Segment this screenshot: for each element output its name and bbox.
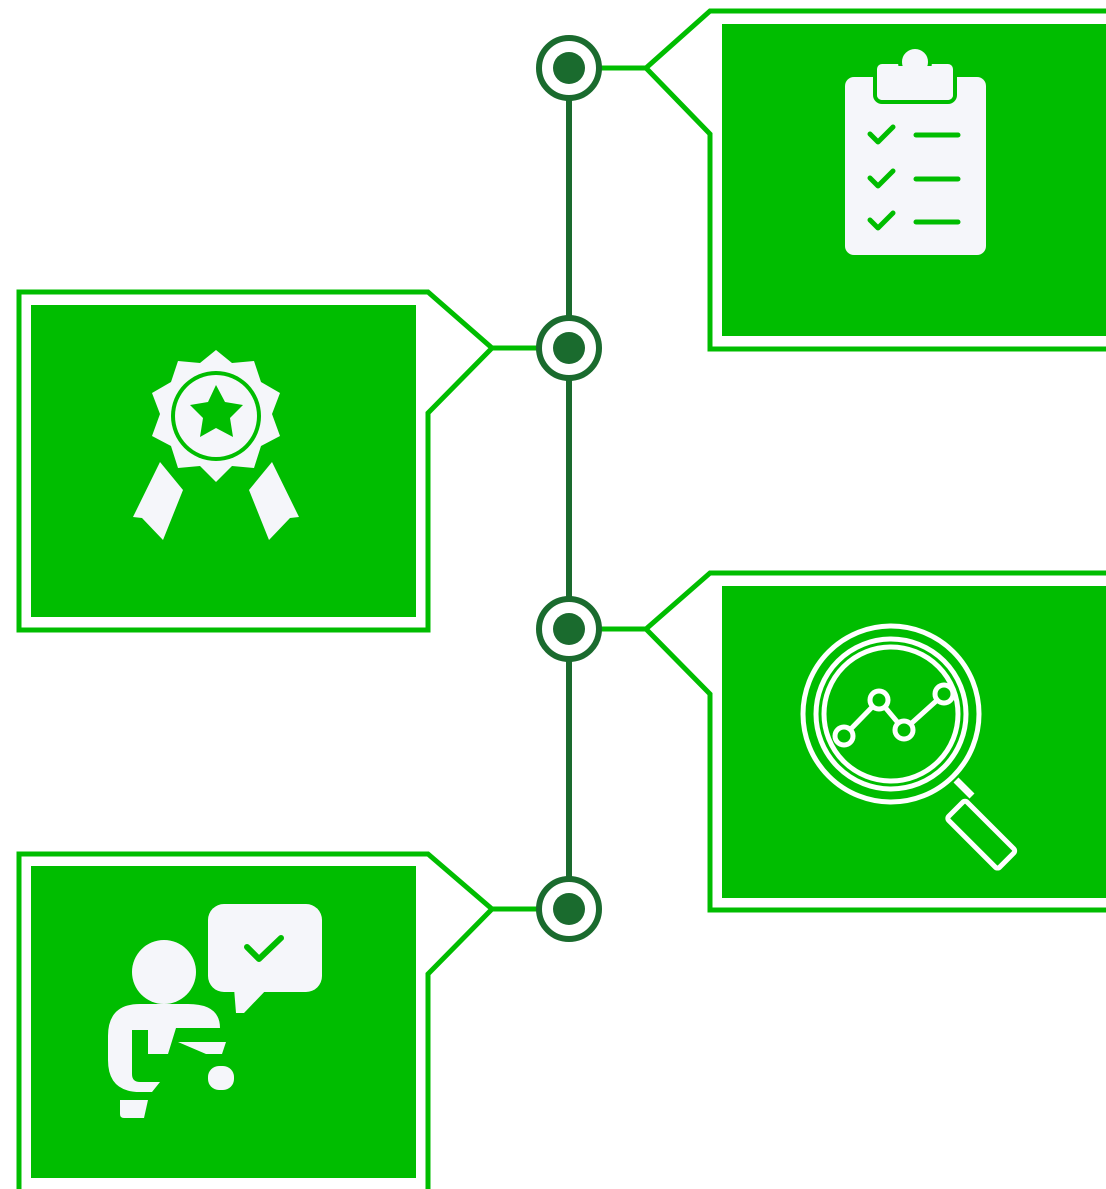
person-approval-message-icon: [108, 904, 322, 1118]
card-3-connector: [599, 570, 1106, 632]
timeline-node-3: [536, 596, 602, 662]
card-1: [599, 8, 1106, 352]
magnifier-chart-icon: [800, 623, 1018, 871]
card-2: [16, 289, 539, 633]
card-3: [599, 570, 1106, 913]
award-ribbon-icon: [133, 350, 299, 540]
timeline-node-2: [536, 315, 602, 381]
card-4: [16, 851, 539, 1189]
timeline-node-1: [536, 35, 602, 101]
card-2-connector: [16, 289, 539, 633]
clipboard-checklist-icon: [845, 45, 986, 255]
timeline-node-4: [536, 876, 602, 942]
card-1-connector: [599, 8, 1106, 71]
card-4-connector: [16, 851, 539, 1189]
